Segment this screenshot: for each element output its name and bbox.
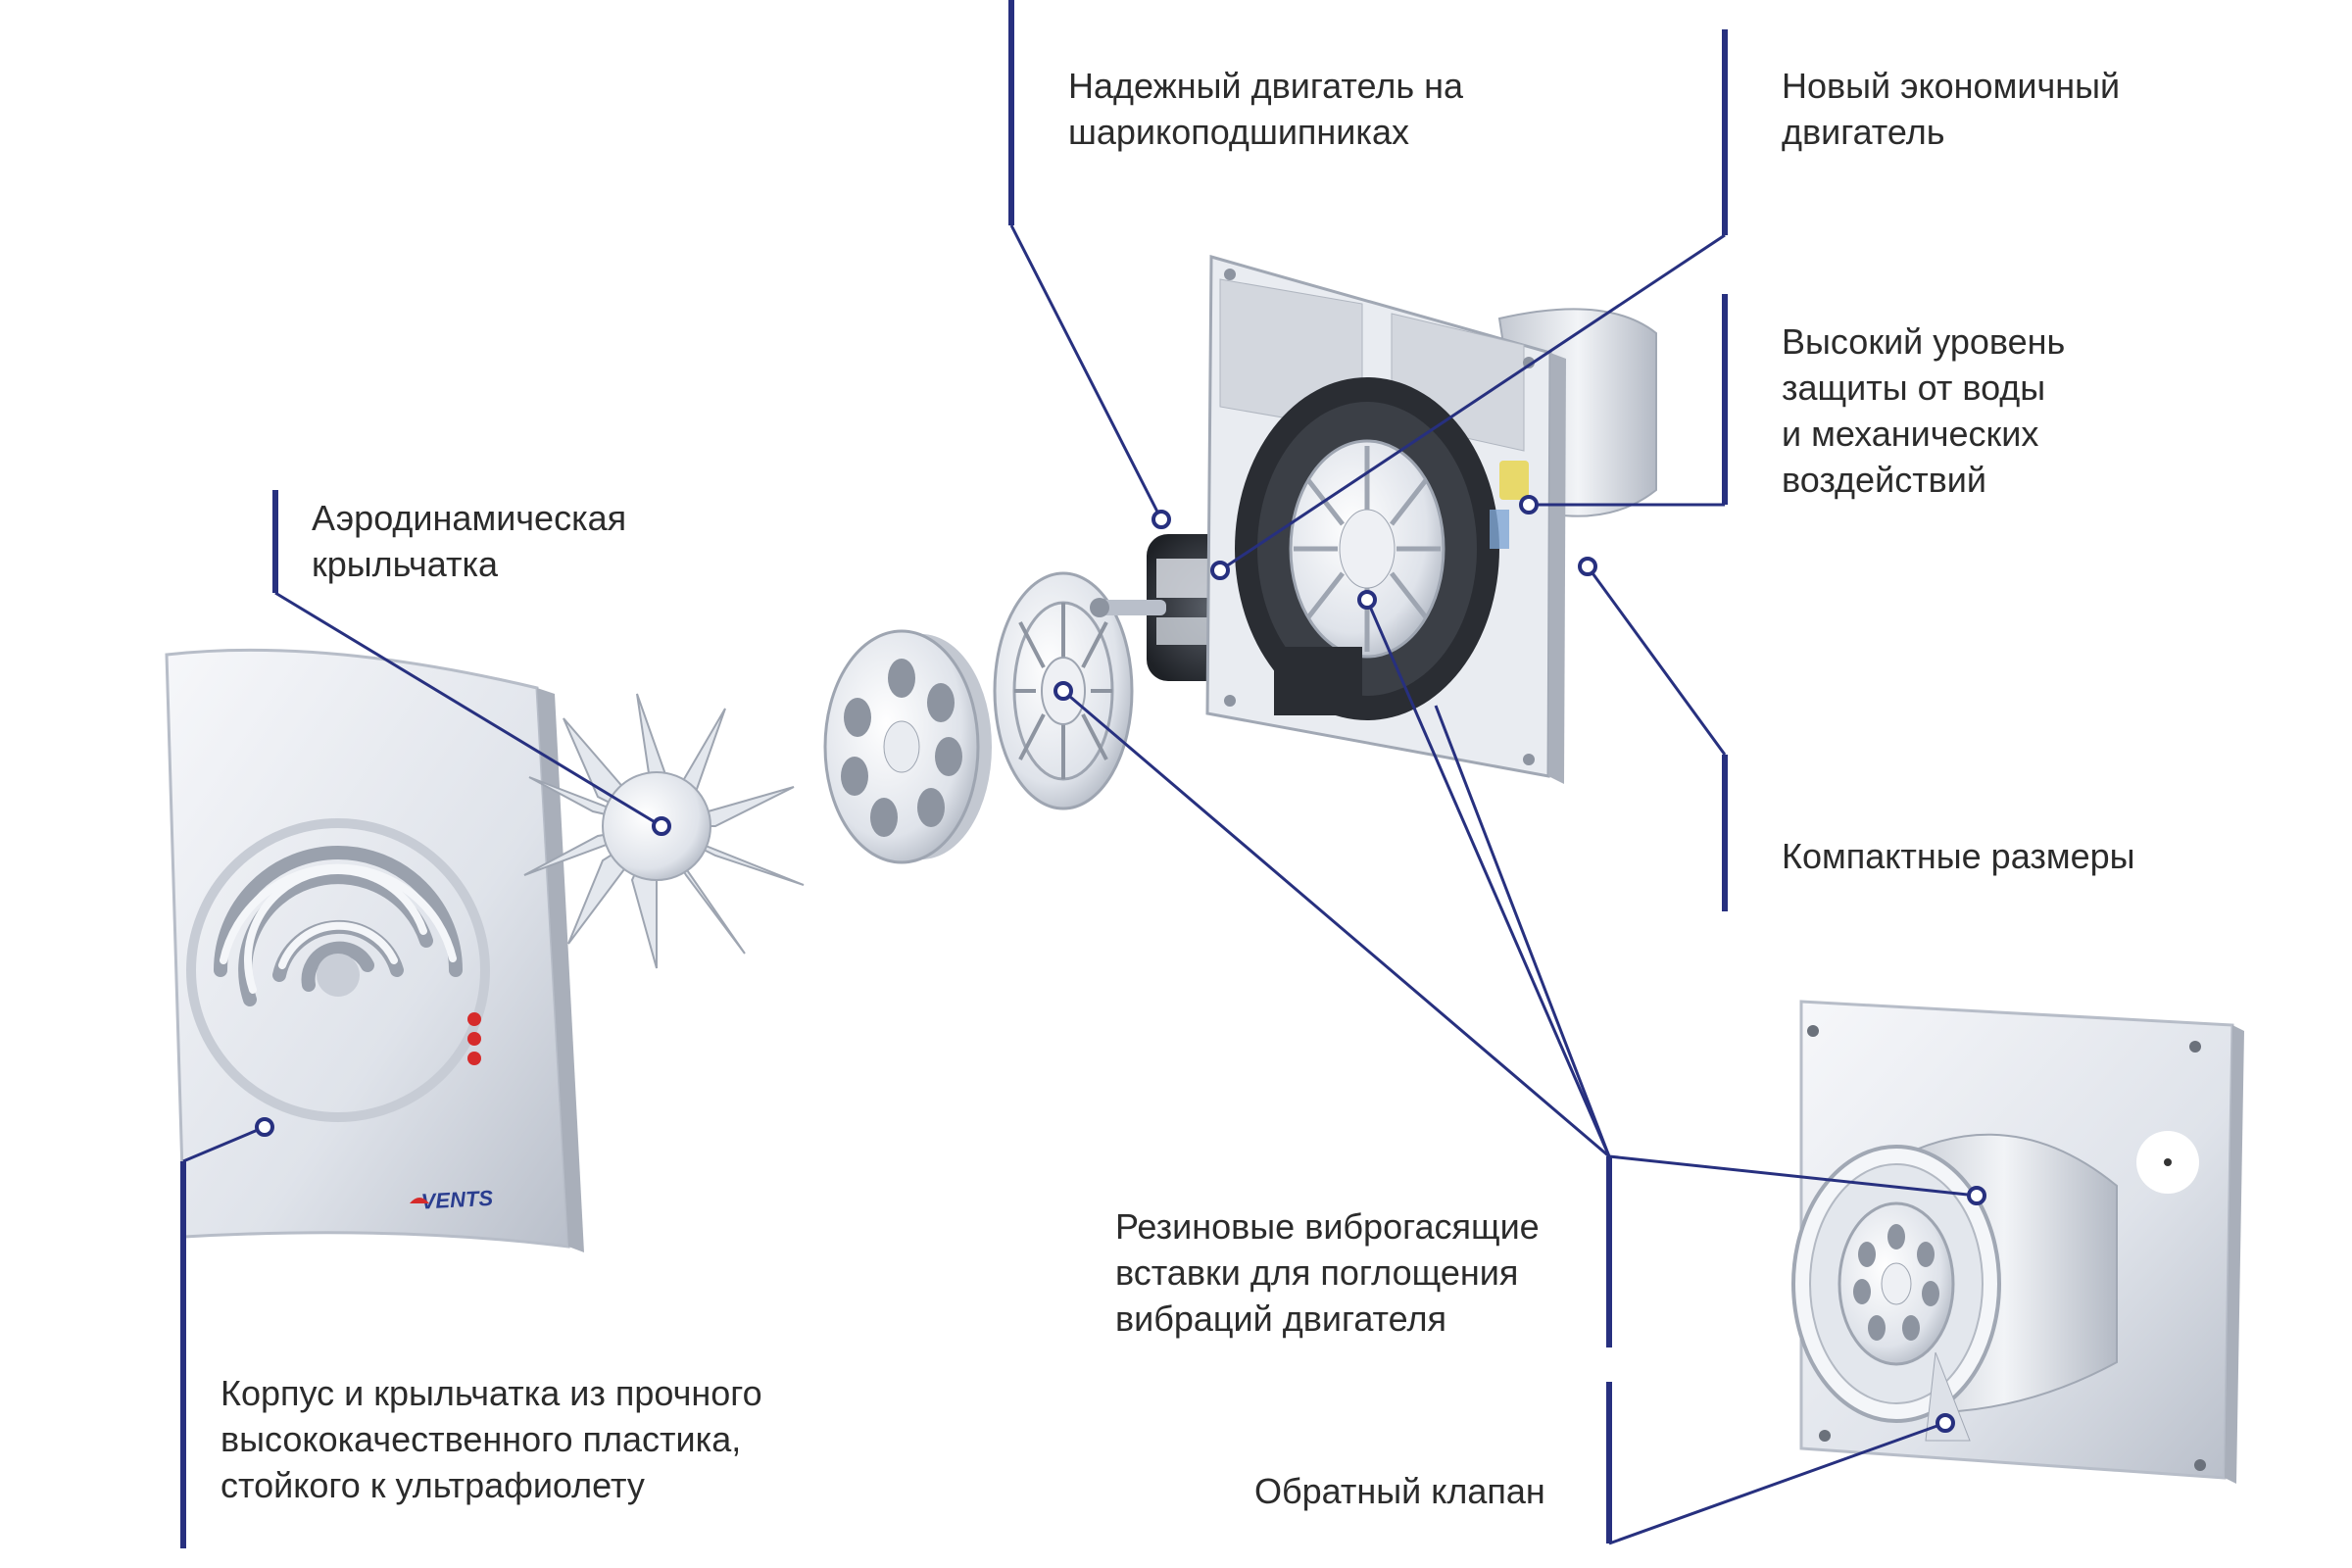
- callout-dots: [255, 495, 1986, 1433]
- callout-line-compact: [1586, 565, 1727, 756]
- callout-dot-motor-bearings: [1152, 510, 1171, 529]
- callout-lines: [180, 0, 1978, 1548]
- assembled-fan-illustration: [1791, 1000, 2244, 1484]
- callout-dot-rubber-assembled: [1967, 1186, 1986, 1205]
- callout-label-protection: Высокий уровень защиты от воды и механич…: [1782, 321, 2066, 500]
- callout-line-new-motor: [1219, 233, 1726, 572]
- callout-line-motor-bearings: [1009, 224, 1163, 520]
- callout-label-impeller: Аэродинамическая крыльчатка: [312, 498, 627, 584]
- front-panel-illustration: VENTS: [165, 648, 584, 1252]
- callout-dot-compact: [1578, 557, 1597, 576]
- callout-dot-rubber-disc: [1054, 681, 1073, 701]
- brand-logo: VENTS: [420, 1186, 494, 1214]
- callout-line-rubber-1: [1062, 689, 1610, 1158]
- callout-dot-impeller: [652, 816, 671, 836]
- rear-housing-illustration: [1205, 255, 1657, 784]
- impeller-illustration: [523, 693, 805, 969]
- motor-cover-illustration: [823, 629, 992, 864]
- callout-line-rubber-2: [1365, 599, 1611, 1157]
- callout-dot-housing: [255, 1117, 274, 1137]
- callout-label-housing: Корпус и крыльчатка из прочного высокока…: [220, 1373, 762, 1505]
- callout-dot-protection: [1519, 495, 1539, 514]
- callout-line-housing: [182, 1125, 266, 1163]
- callout-line-rubber-4: [1608, 1154, 1978, 1198]
- callout-line-rubber-3: [1434, 705, 1611, 1157]
- callout-label-new-motor: Новый экономичный двигатель: [1782, 66, 2121, 152]
- callout-label-valve: Обратный клапан: [1254, 1471, 1545, 1511]
- callout-label-rubber: Резиновые виброгасящие вставки для погло…: [1115, 1206, 1540, 1339]
- callout-label-motor-bearings: Надежный двигатель на шарикоподшипниках: [1068, 66, 1463, 152]
- callout-dot-new-motor: [1210, 561, 1230, 580]
- callout-line-impeller: [274, 591, 662, 828]
- callout-line-valve: [1608, 1421, 1946, 1545]
- callout-dot-valve: [1936, 1413, 1955, 1433]
- indicator-lights: [467, 1012, 481, 1065]
- callout-dot-rubber-housing: [1357, 590, 1377, 610]
- callout-label-compact: Компактные размеры: [1782, 836, 2135, 876]
